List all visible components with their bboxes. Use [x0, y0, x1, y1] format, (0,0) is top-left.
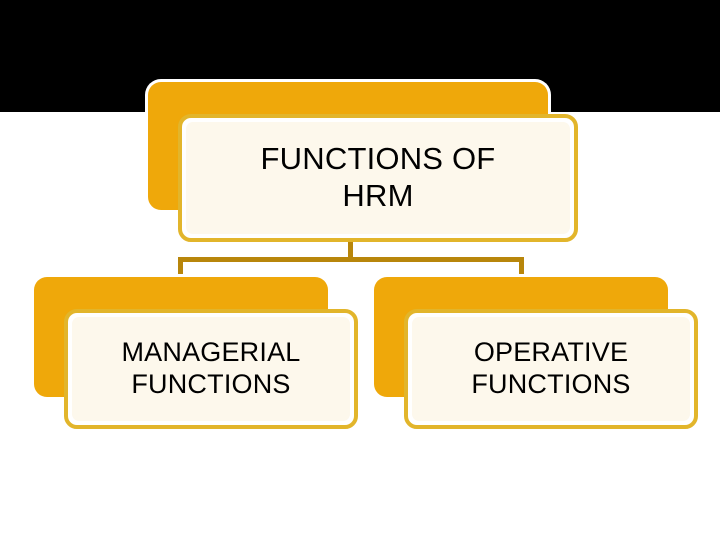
node-card-fill — [412, 317, 690, 421]
node-card: MANAGERIAL FUNCTIONS — [64, 309, 358, 429]
node-label-root: FUNCTIONS OF HRM — [260, 141, 496, 213]
connector-drop-left — [178, 257, 183, 283]
node-card: FUNCTIONS OF HRM — [178, 114, 578, 242]
diagram-node-operative[interactable]: OPERATIVE FUNCTIONS — [374, 277, 698, 429]
node-card-fill — [186, 122, 570, 234]
node-label-managerial: MANAGERIAL FUNCTIONS — [121, 337, 301, 399]
diagram-node-managerial[interactable]: MANAGERIAL FUNCTIONS — [34, 277, 358, 429]
connector-horizontal-bar — [178, 257, 524, 262]
node-card: OPERATIVE FUNCTIONS — [404, 309, 698, 429]
node-card-fill — [72, 317, 350, 421]
diagram-node-root[interactable]: FUNCTIONS OF HRM — [148, 82, 578, 242]
connector-stem — [348, 236, 353, 260]
connector-drop-right — [519, 257, 524, 283]
node-label-operative: OPERATIVE FUNCTIONS — [471, 337, 631, 399]
